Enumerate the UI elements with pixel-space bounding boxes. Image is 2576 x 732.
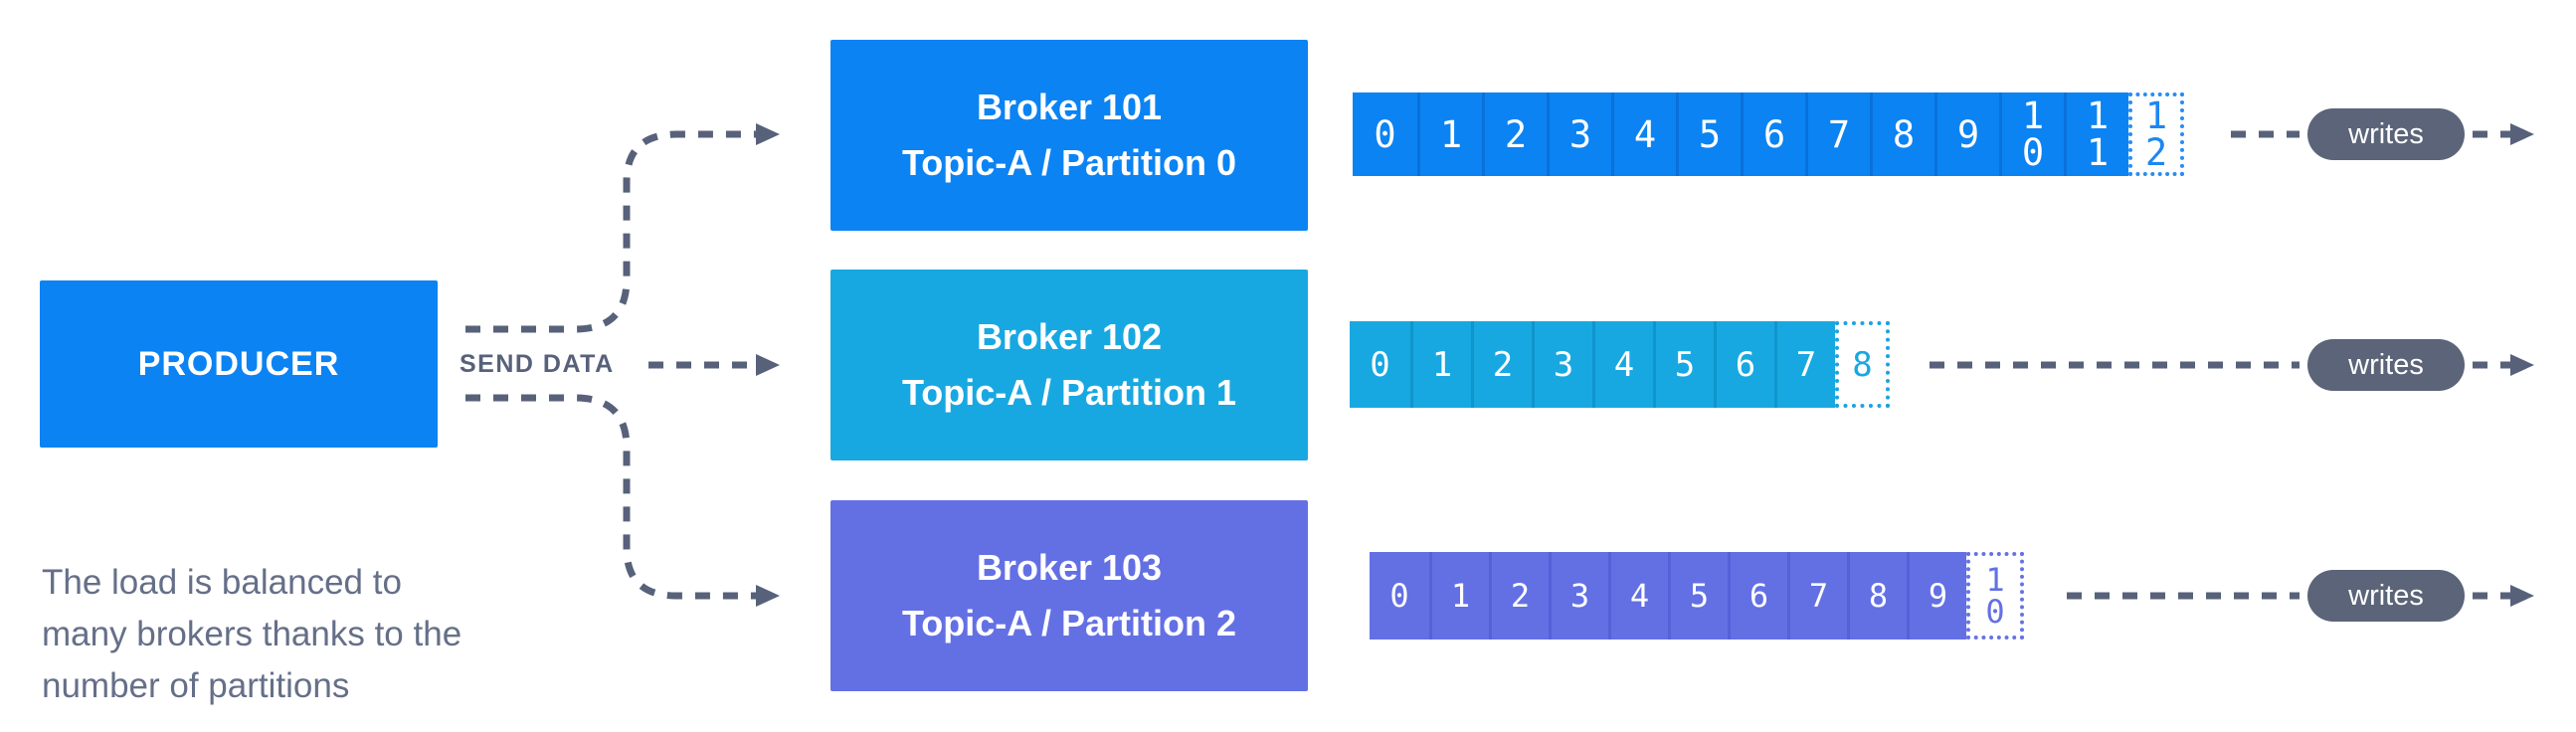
offset-cell: 0 xyxy=(1350,321,1410,408)
offset-cell: 7 xyxy=(1805,92,1870,176)
send-data-label: SEND DATA xyxy=(460,350,615,378)
offset-cell: 3 xyxy=(1547,92,1611,176)
broker-101-name: Broker 101 xyxy=(976,87,1163,127)
offset-cell: 1 xyxy=(1410,321,1471,408)
writes-pill-2: writes xyxy=(2307,570,2465,622)
broker-102-topic: Topic-A / Partition 1 xyxy=(901,372,1236,413)
offset-cell: 2 xyxy=(1471,321,1532,408)
offset-cell: 2 xyxy=(1489,552,1549,640)
writes-pill-0: writes xyxy=(2307,108,2465,160)
note-line: number of partitions xyxy=(42,666,350,705)
offset-cell: 0 xyxy=(1370,552,1429,640)
offset-cell: 6 xyxy=(1728,552,1787,640)
note-line: many brokers thanks to the xyxy=(42,615,462,653)
writes-pill-1: writes xyxy=(2307,339,2465,391)
offset-cell: 1 xyxy=(1429,552,1489,640)
partition-1-next-offset-cell: 8 xyxy=(1835,321,1890,408)
offset-cell: 4 xyxy=(1592,321,1653,408)
offset-cell: 0 xyxy=(1353,92,1417,176)
offset-cell: 1 1 xyxy=(2064,92,2128,176)
partition-0-next-offset-cell: 1 2 xyxy=(2128,92,2184,176)
offset-cell: 2 xyxy=(1482,92,1547,176)
offset-cell: 8 xyxy=(1847,552,1907,640)
offset-cell: 4 xyxy=(1608,552,1668,640)
offset-cell: 3 xyxy=(1549,552,1608,640)
offset-cell: 4 xyxy=(1611,92,1676,176)
load-balance-note: The load is balanced to many brokers tha… xyxy=(42,557,461,712)
broker-101-box: Broker 101 Topic-A / Partition 0 xyxy=(830,40,1308,231)
offset-cell: 9 xyxy=(1934,92,1999,176)
offset-cell: 1 xyxy=(1417,92,1482,176)
partition-2-next-offset-cell: 1 0 xyxy=(1966,552,2024,640)
broker-103-box: Broker 103 Topic-A / Partition 2 xyxy=(830,500,1308,691)
offset-cell: 6 xyxy=(1714,321,1774,408)
offset-cell: 1 0 xyxy=(1999,92,2064,176)
broker-102-name: Broker 102 xyxy=(976,316,1163,357)
offset-cell: 5 xyxy=(1653,321,1714,408)
broker-103-topic: Topic-A / Partition 2 xyxy=(901,603,1236,643)
broker-102-box: Broker 102 Topic-A / Partition 1 xyxy=(830,270,1308,460)
offset-cell: 7 xyxy=(1774,321,1835,408)
offset-cell: 8 xyxy=(1870,92,1934,176)
broker-103-name: Broker 103 xyxy=(976,547,1163,588)
offset-cell: 5 xyxy=(1676,92,1741,176)
producer-box: PRODUCER xyxy=(40,280,438,448)
note-line: The load is balanced to xyxy=(42,563,402,602)
arrow-branch-top-icon xyxy=(465,123,780,333)
offset-cell: 3 xyxy=(1532,321,1592,408)
arrow-branch-bottom-icon xyxy=(465,394,780,607)
offset-cell: 7 xyxy=(1787,552,1847,640)
broker-101-topic: Topic-A / Partition 0 xyxy=(901,142,1236,183)
offset-cell: 5 xyxy=(1668,552,1728,640)
offset-cell: 6 xyxy=(1741,92,1805,176)
producer-label: PRODUCER xyxy=(137,344,340,383)
offset-cell: 9 xyxy=(1907,552,1966,640)
